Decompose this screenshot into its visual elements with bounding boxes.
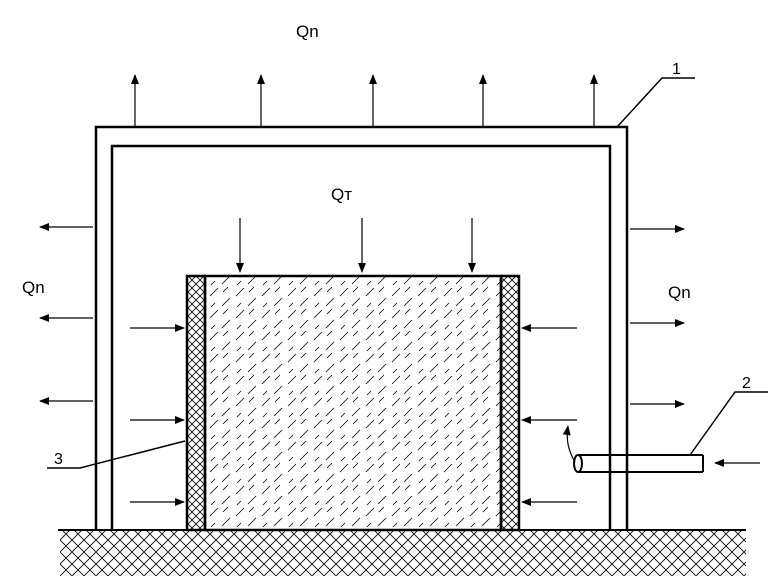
pipe-outlet-arrow <box>562 425 576 463</box>
pipe <box>573 454 704 473</box>
insulation-right <box>499 274 521 532</box>
enclosure-inner-wall <box>110 144 612 530</box>
right-heat-loss-arrows <box>630 225 685 408</box>
insulation-left <box>185 274 207 532</box>
callout-leader-3 <box>47 440 186 469</box>
label-heat-loss-right: Qn <box>668 283 691 302</box>
callout-number-2: 2 <box>742 375 751 392</box>
label-heat-loss-left: Qn <box>22 278 45 297</box>
material-block <box>203 274 503 532</box>
label-heat-input: Qт <box>331 185 352 204</box>
heat-input-left-arrows <box>130 324 185 506</box>
heat-input-right-arrows <box>521 324 577 506</box>
ground <box>60 530 746 576</box>
callout-number-3: 3 <box>54 451 63 468</box>
enclosure-outer-wall <box>94 125 629 530</box>
callout-number-1: 1 <box>672 61 681 78</box>
heat-input-top-arrows <box>236 218 476 273</box>
top-heat-loss-arrows <box>131 74 598 127</box>
label-heat-loss-top: Qn <box>296 22 319 41</box>
callout-leader-2 <box>689 391 768 456</box>
left-heat-loss-arrows <box>39 223 93 405</box>
callout-leader-1 <box>616 77 695 128</box>
